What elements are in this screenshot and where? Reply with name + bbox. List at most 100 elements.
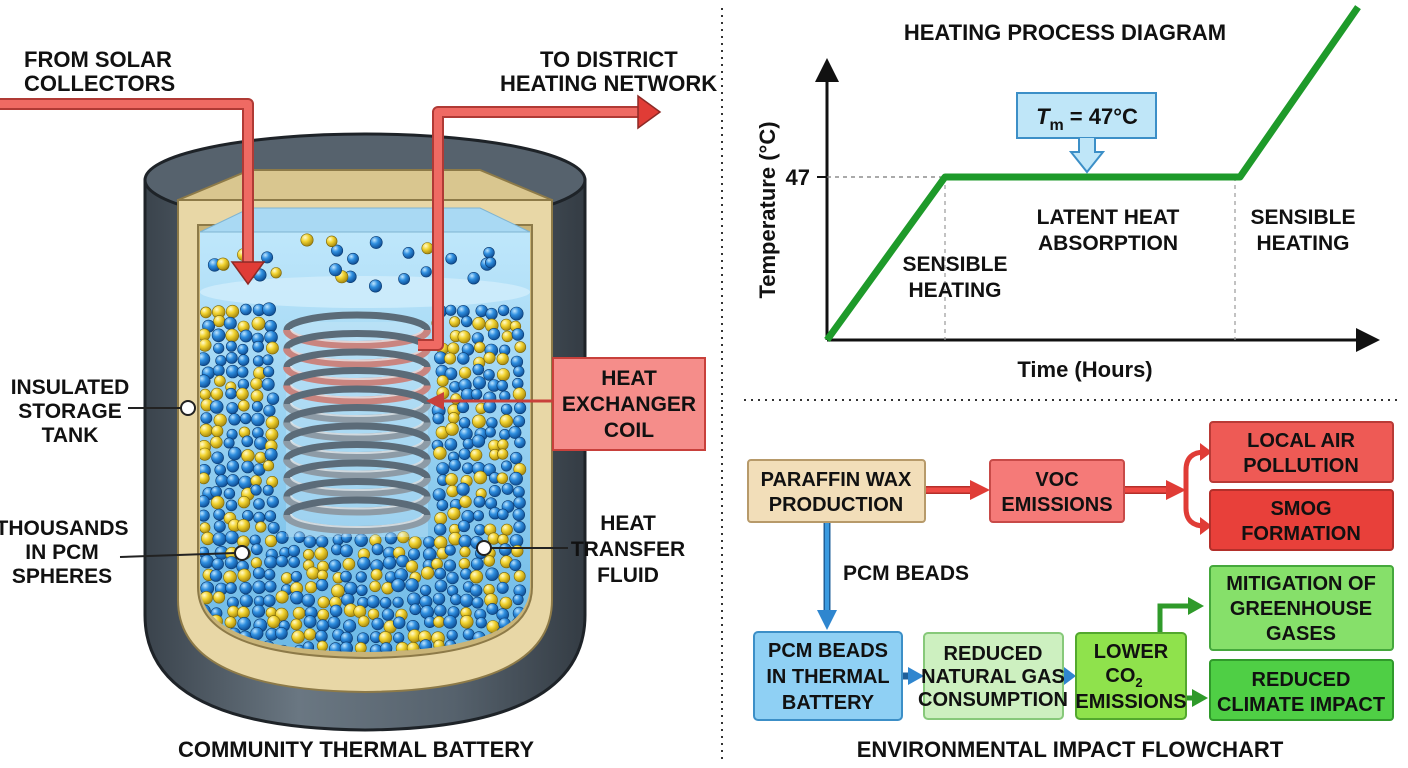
pcm-bead — [470, 557, 484, 571]
pcm-bead — [370, 568, 383, 581]
pcm-bead — [513, 496, 526, 509]
pcm-bead — [251, 412, 265, 427]
pcm-bead — [200, 374, 211, 388]
pcm-bead — [223, 570, 237, 585]
pcm-bead — [434, 523, 447, 536]
pcm-bead — [381, 608, 395, 621]
pcm-bead — [500, 403, 513, 416]
pcm-bead — [264, 330, 278, 345]
pcm-bead — [290, 618, 303, 631]
pcm-bead — [211, 328, 226, 343]
svg-text:VOC: VOC — [1035, 469, 1078, 491]
pcm-bead — [434, 567, 447, 580]
pcm-bead — [459, 495, 472, 508]
inlet-pipe — [0, 100, 252, 265]
pcm-bead — [317, 608, 330, 621]
coil-highlight — [290, 513, 424, 528]
coil-highlight — [290, 365, 424, 380]
pcm-bead — [214, 464, 226, 476]
pcm-bead — [201, 531, 215, 546]
pcm-bead — [223, 316, 237, 330]
pcm-bead — [496, 472, 508, 484]
pcm-bead — [239, 581, 252, 595]
pcm-bead — [263, 366, 275, 378]
pcm-bead — [200, 495, 210, 508]
pcm-bead — [447, 507, 461, 521]
inlet-label: FROM SOLAR COLLECTORS — [24, 47, 175, 96]
pcm-bead — [496, 380, 508, 392]
pcm-bead — [483, 247, 495, 259]
pcm-bead — [252, 567, 266, 580]
pcm-bead — [512, 387, 527, 401]
pcm-bead — [446, 571, 459, 585]
coil-turn-front — [283, 477, 431, 497]
pcm-bead — [331, 244, 344, 257]
svg-text:INSULATED: INSULATED — [11, 376, 130, 399]
svg-text:LATENT HEAT: LATENT HEAT — [1037, 206, 1180, 229]
pcm-bead — [210, 486, 222, 498]
pcm-bead — [368, 279, 382, 293]
pcm-bead — [458, 534, 472, 549]
coil-turn-front — [283, 329, 431, 349]
pcm-bead — [343, 619, 357, 633]
coil-turn-back — [283, 385, 431, 405]
pcm-bead — [239, 329, 253, 343]
pcm-bead — [450, 593, 462, 606]
svg-text:SMOG: SMOG — [1270, 498, 1331, 520]
pcm-bead — [250, 626, 264, 641]
svg-text:THOUSANDS: THOUSANDS — [0, 517, 129, 540]
pcm-bead — [445, 473, 458, 486]
pcm-bead — [511, 328, 525, 341]
pcm-bead — [398, 273, 410, 285]
connector-beads-gas — [908, 667, 924, 685]
pcm-bead — [263, 594, 276, 607]
pcm-bead — [225, 328, 239, 343]
pcm-bead — [329, 604, 343, 617]
pcm-bead — [253, 498, 265, 510]
pcm-bead — [228, 413, 241, 426]
svg-text:Tm= 47°C: Tm= 47°C — [1036, 104, 1138, 134]
y-tick-47: 47 — [786, 165, 810, 190]
pcm-bead — [212, 532, 227, 546]
coil-turn-back — [283, 459, 431, 479]
pcm-bead — [513, 486, 525, 498]
pcm-bead — [225, 340, 237, 352]
pcm-bead — [458, 417, 471, 429]
pcm-bead — [469, 569, 484, 584]
pcm-bead — [371, 617, 384, 631]
pcm-bead — [501, 483, 514, 495]
region-label-sensible-1: SENSIBLE HEATING — [902, 253, 1007, 302]
pcm-bead — [200, 522, 211, 534]
pcm-bead — [497, 304, 510, 317]
heat-exchanger-coil — [283, 311, 431, 534]
pcm-bead — [225, 351, 238, 364]
pcm-bead — [436, 375, 449, 387]
pcm-bead — [265, 428, 279, 441]
svg-text:STORAGE: STORAGE — [18, 400, 121, 423]
branch-bracket — [1183, 449, 1206, 529]
pcm-bead — [420, 266, 432, 278]
tank-label: INSULATED STORAGE TANK — [11, 376, 130, 447]
pcm-bead — [369, 236, 383, 249]
inlet-arrowhead — [230, 261, 266, 286]
svg-text:FORMATION: FORMATION — [1241, 523, 1361, 545]
pcm-bead — [456, 482, 470, 496]
coil-turn-back — [283, 441, 431, 461]
pcm-bead — [420, 584, 432, 596]
pcm-bead — [474, 524, 486, 536]
pcm-bead — [326, 235, 338, 248]
pcm-bead — [486, 417, 498, 429]
node-paraffin-wax-production: PARAFFIN WAX PRODUCTION — [747, 459, 926, 523]
pcm-bead — [483, 369, 495, 381]
coil-turn-back — [283, 367, 431, 387]
svg-text:TRANSFER: TRANSFER — [571, 538, 685, 561]
pcm-bead — [213, 315, 226, 328]
pcm-bead — [393, 616, 406, 629]
pcm-bead — [303, 535, 317, 549]
pcm-bead — [499, 429, 511, 441]
melt-temperature-callout: Tm= 47°C — [1016, 92, 1157, 174]
pcm-bead — [355, 571, 367, 583]
pcm-bead — [509, 451, 523, 465]
pcm-bead — [456, 305, 470, 318]
pcm-bead — [314, 546, 329, 561]
